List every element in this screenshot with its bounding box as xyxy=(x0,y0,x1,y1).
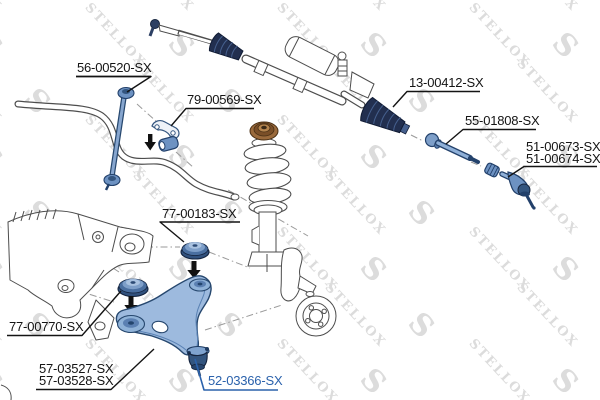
part-label-stabilizer-bushing-kit: 79-00569-SX xyxy=(187,92,262,107)
part-label-arm-bushing-front: 77-00183-SX xyxy=(162,206,237,221)
rack-boot-part xyxy=(360,96,411,135)
part-label-steering-rack-boot: 13-00412-SX xyxy=(409,75,484,90)
part-label-tie-rod-end-b: 51-00674-SX xyxy=(526,151,600,166)
stabilizer-bar-outline xyxy=(14,100,240,201)
part-label-control-arm-a: 57-03527-SX xyxy=(39,361,114,376)
inner-tie-rod-part xyxy=(424,132,480,164)
strut-top-mount xyxy=(249,121,279,141)
ball-joint-part xyxy=(186,345,210,377)
part-label-arm-bushing-rear: 77-00770-SX xyxy=(9,319,84,334)
leader-lines xyxy=(7,75,597,391)
part-label-control-arm-b: 57-03528-SX xyxy=(39,373,114,388)
subframe-outline xyxy=(0,208,154,400)
arm-bushing-rear-part xyxy=(117,278,149,298)
control-arm-part xyxy=(115,275,212,356)
knuckle-hub-outline xyxy=(280,247,337,337)
part-label-stabilizer-link: 56-00520-SX xyxy=(77,60,152,75)
installed-boot xyxy=(208,32,244,61)
part-label-ball-joint-highlighted[interactable]: 52-03366-SX xyxy=(208,373,283,388)
steering-rack-outline xyxy=(148,19,375,109)
tie-rod-lock-nut xyxy=(484,162,500,178)
leader-line-highlight xyxy=(194,358,278,391)
part-label-inner-tie-rod: 55-01808-SX xyxy=(465,113,540,128)
strut-spring-outline xyxy=(243,121,292,272)
outer-tie-rod-end-part xyxy=(499,171,536,210)
stabilizer-link-part xyxy=(103,86,135,191)
arm-bushing-front-part xyxy=(180,242,210,260)
stabilizer-bushing-kit-part xyxy=(151,120,180,152)
part-label-tie-rod-end-a: 51-00673-SX xyxy=(526,139,600,154)
